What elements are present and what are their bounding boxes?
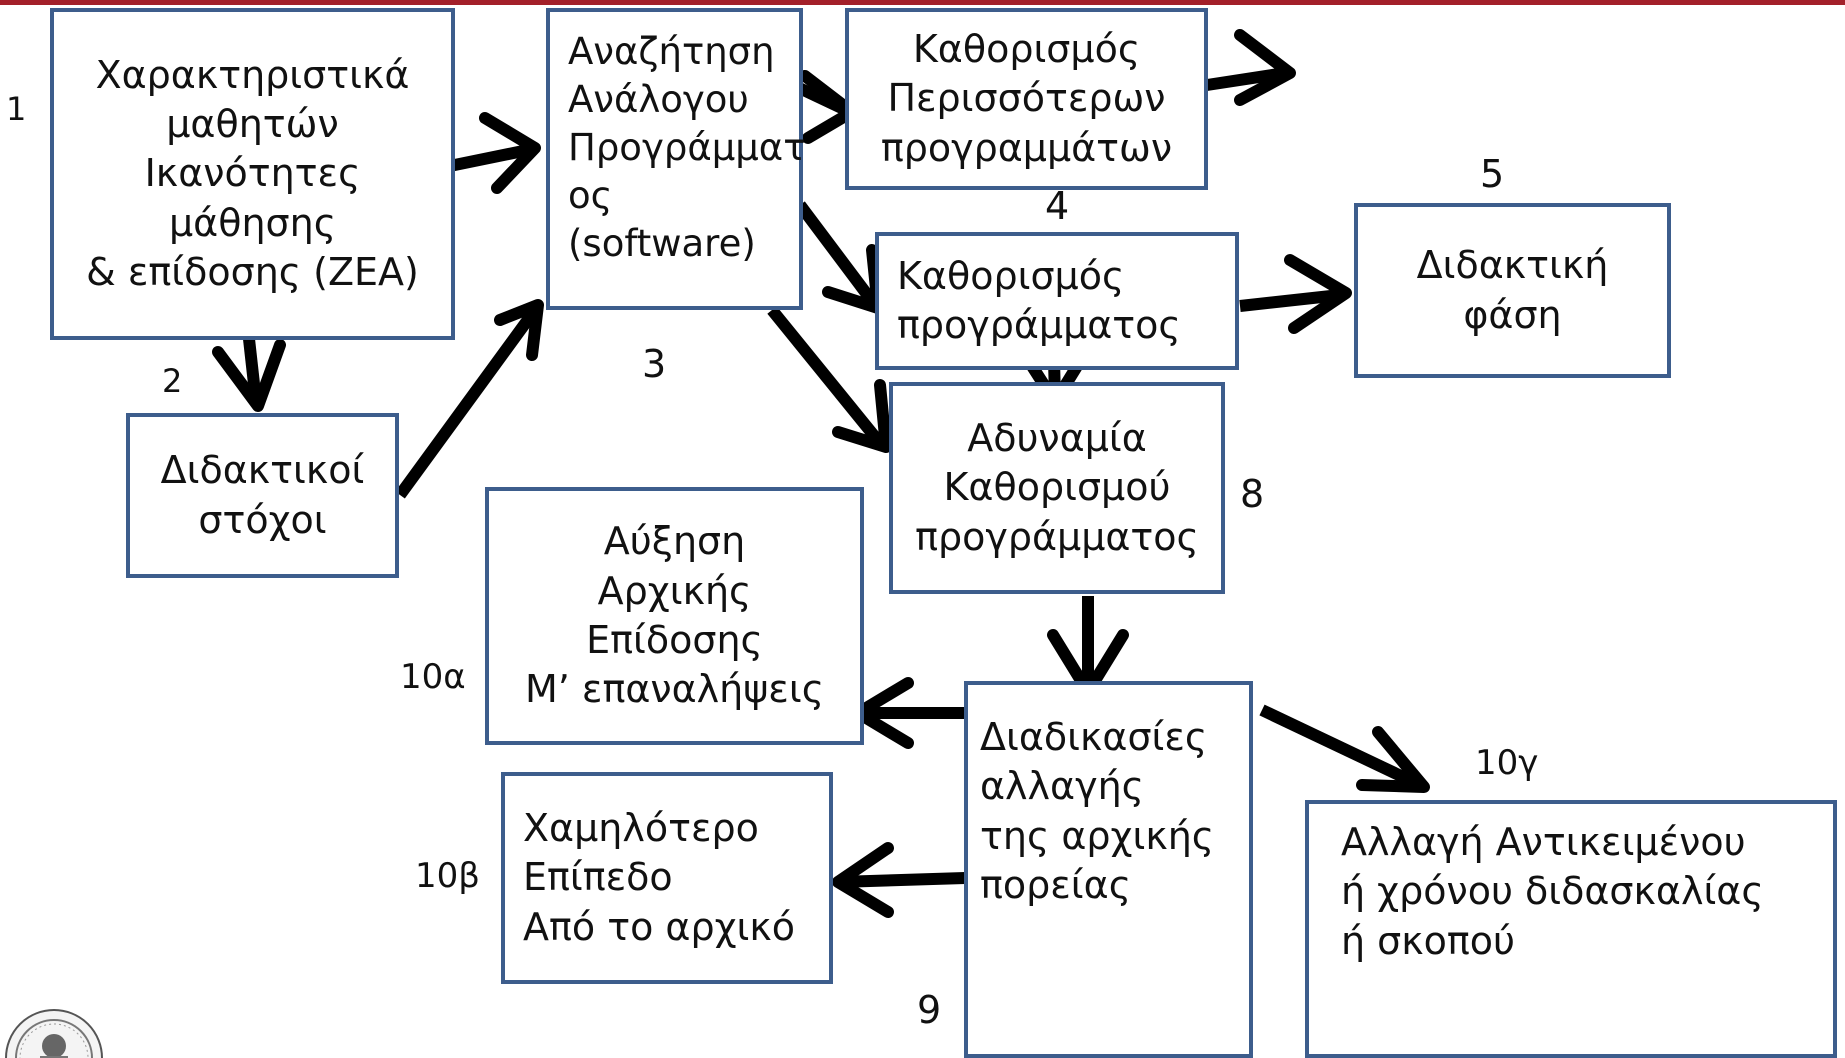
box-inability-determine-program: Αδυναμία Καθορισμού προγράμματος <box>889 382 1225 594</box>
box-1-line-2: μαθητών <box>166 101 339 146</box>
box-10a-line-3: Επίδοσης <box>586 618 763 662</box>
box-4-line-1: Καθορισμός <box>897 253 1125 298</box>
box-increase-initial-performance: Αύξηση Αρχικής Επίδοσης Μ’ επαναλήψεις <box>485 487 864 745</box>
step-number-10b: 10β <box>415 856 480 896</box>
box-change-procedures: Διαδικασίες αλλαγής της αρχικής πορείας <box>964 681 1253 1058</box>
university-seal-icon <box>2 1006 106 1058</box>
arrow-8-to-9 <box>1047 596 1129 698</box>
box-more-line-2: Περισσότερων <box>887 76 1166 121</box>
box-student-characteristics: Χαρακτηριστικά μαθητών Ικανότητες μάθηση… <box>50 8 455 340</box>
box-10a-line-1: Αύξηση <box>603 519 746 564</box>
step-number-9: 9 <box>917 988 942 1032</box>
box-determine-more-programs: Καθορισμός Περισσότερων προγραμμάτων <box>845 8 1208 190</box>
box-teaching-objectives: Διδακτικοί στόχοι <box>126 413 399 578</box>
box-3-line-5: (software) <box>568 222 756 266</box>
step-number-10a: 10α <box>400 657 466 697</box>
step-number-4: 4 <box>1045 184 1070 228</box>
box-search-program: Αναζήτηση Ανάλογου Προγράμματ ος (softwa… <box>546 8 806 310</box>
box-3-line-1: Αναζήτηση <box>568 30 775 73</box>
box-2-line-1: Διδακτικοί <box>160 448 365 493</box>
step-number-1: 1 <box>6 90 27 128</box>
box-9-line-1: Διαδικασίες <box>980 715 1208 759</box>
arrow-more-to-outside <box>1206 29 1296 106</box>
box-10a-line-2: Αρχικής <box>597 568 752 613</box>
step-number-8: 8 <box>1240 472 1265 516</box>
box-5-line-1: Διδακτική <box>1416 243 1609 288</box>
arrow-3-to-4 <box>795 201 884 314</box>
box-1-line-5: & επίδοσης (ΖΕΑ) <box>86 250 419 295</box>
arrow-9-to-10b <box>832 842 966 918</box>
box-8-line-1: Αδυναμία <box>967 415 1147 460</box>
box-more-line-3: προγραμμάτων <box>880 125 1173 170</box>
step-number-5: 5 <box>1480 152 1505 196</box>
step-number-3: 3 <box>642 342 667 386</box>
box-4-line-2: προγράμματος <box>897 303 1181 347</box>
box-1-line-3: Ικανότητες <box>144 151 361 196</box>
box-10g-line-1: Αλλαγή Αντικειμένου <box>1341 820 1746 864</box>
arrow-3-to-8 <box>767 306 892 453</box>
step-number-2: 2 <box>162 362 183 400</box>
box-teaching-phase: Διδακτική φάση <box>1354 203 1671 378</box>
box-2-line-2: στόχοι <box>198 497 327 542</box>
box-8-line-3: προγράμματος <box>915 514 1199 559</box>
box-1-line-4: μάθησης <box>168 200 337 245</box>
box-3-line-3: Προγράμματ <box>568 126 806 170</box>
step-number-10g: 10γ <box>1475 743 1539 783</box>
box-10b-line-1: Χαμηλότερο <box>523 805 759 850</box>
box-9-line-3: της αρχικής <box>980 813 1215 858</box>
box-change-subject-time-goal: Αλλαγή Αντικειμένου ή χρόνου διδασκαλίας… <box>1305 800 1837 1058</box>
box-3-line-4: ος <box>568 174 613 218</box>
box-10g-line-2: ή χρόνου διδασκαλίας <box>1341 869 1764 914</box>
box-9-line-2: αλλαγής <box>980 764 1144 809</box>
box-8-line-2: Καθορισμού <box>943 465 1171 510</box>
box-1-line-1: Χαρακτηριστικά <box>95 52 410 97</box>
top-accent-bar <box>0 0 1845 5</box>
box-9-line-4: πορείας <box>980 863 1131 908</box>
arrow-4-to-5 <box>1239 254 1352 334</box>
box-10b-line-3: Από το αρχικό <box>523 904 796 949</box>
box-10g-line-3: ή σκοπού <box>1341 918 1516 963</box>
box-10a-line-4: Μ’ επαναλήψεις <box>524 667 825 712</box>
box-10b-line-2: Επίπεδο <box>523 855 673 900</box>
arrow-9-to-10g <box>1259 704 1430 793</box>
box-3-line-2: Ανάλογου <box>568 78 749 122</box>
box-5-line-2: φάση <box>1463 292 1562 337</box>
box-more-line-1: Καθορισμός <box>912 26 1141 71</box>
box-determine-program: Καθορισμός προγράμματος <box>875 232 1239 370</box>
arrow-9-to-10a <box>852 677 965 749</box>
box-lower-level: Χαμηλότερο Επίπεδο Από το αρχικό <box>501 772 833 984</box>
